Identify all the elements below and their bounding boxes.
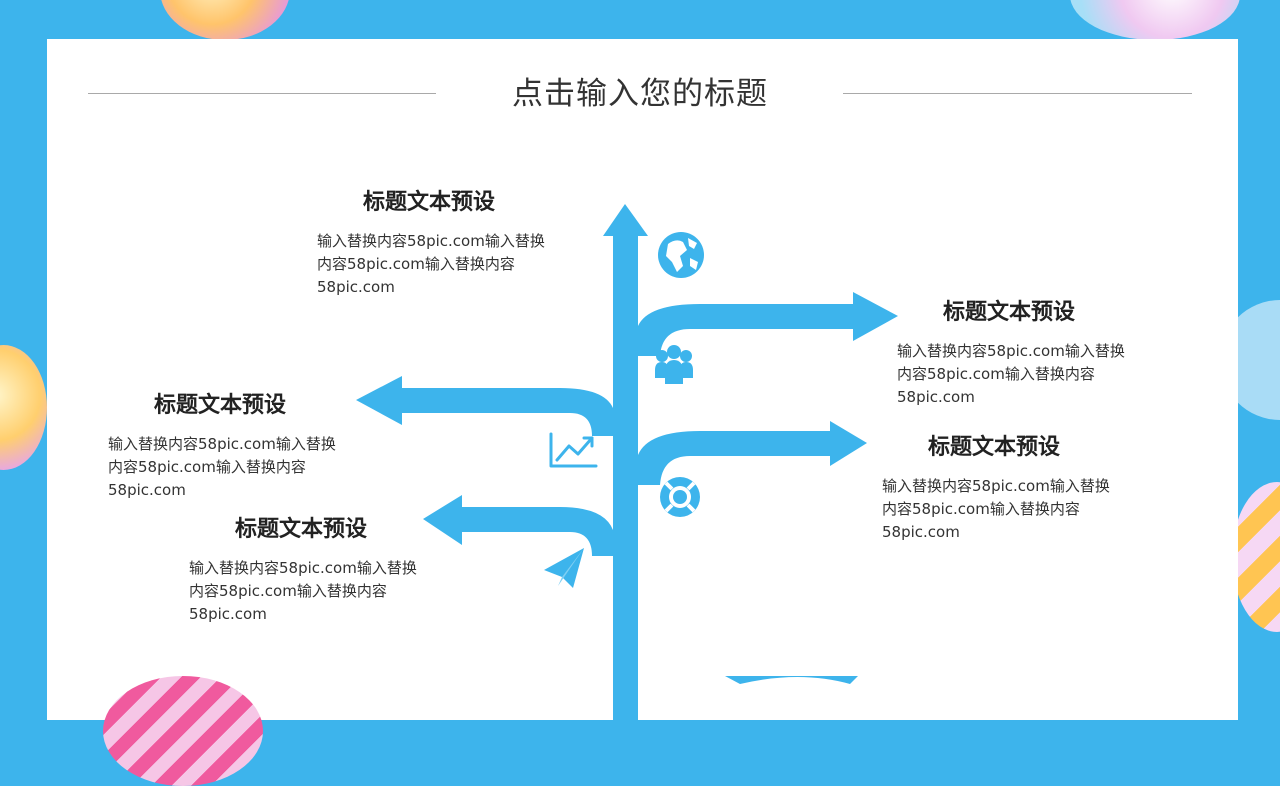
branch-arrow-middle-right <box>638 431 832 485</box>
branch-arrowhead-lower-left <box>423 495 462 545</box>
info-block-2: 标题文本预设 输入替换内容58pic.com输入替换内容58pic.com输入替… <box>897 294 1137 409</box>
page-title[interactable]: 点击输入您的标题 <box>512 76 768 112</box>
info-block-1-text[interactable]: 输入替换内容58pic.com输入替换内容58pic.com输入替换内容58pi… <box>317 232 545 296</box>
team-icon <box>655 345 693 384</box>
trunk-arrowhead-up <box>603 204 648 236</box>
content-card <box>47 39 1238 720</box>
info-block-5-text[interactable]: 输入替换内容58pic.com输入替换内容58pic.com输入替换内容58pi… <box>189 559 417 623</box>
paper-plane-icon <box>544 548 584 588</box>
info-block-3-text[interactable]: 输入替换内容58pic.com输入替换内容58pic.com输入替换内容58pi… <box>108 435 336 499</box>
arrow-tree-diagram <box>356 204 898 720</box>
info-block-1-heading[interactable]: 标题文本预设 <box>363 190 496 215</box>
title-rule-left <box>88 93 436 94</box>
info-block-2-text[interactable]: 输入替换内容58pic.com输入替换内容58pic.com输入替换内容58pi… <box>897 342 1125 406</box>
info-block-4: 标题文本预设 输入替换内容58pic.com输入替换内容58pic.com输入替… <box>882 429 1122 544</box>
trunk-shaft <box>613 232 638 720</box>
info-block-3: 标题文本预设 输入替换内容58pic.com输入替换内容58pic.com输入替… <box>108 387 348 502</box>
info-block-3-heading[interactable]: 标题文本预设 <box>154 393 287 418</box>
title-rule-right <box>843 93 1192 94</box>
arrow-tree <box>356 204 898 720</box>
info-block-5: 标题文本预设 输入替换内容58pic.com输入替换内容58pic.com输入替… <box>189 511 429 626</box>
info-block-5-heading[interactable]: 标题文本预设 <box>235 517 368 542</box>
growth-chart-icon <box>549 432 598 468</box>
branch-arrow-top-right <box>638 304 855 356</box>
branch-arrowhead-upper-left <box>356 376 402 425</box>
bottom-partial-shape <box>725 676 858 684</box>
branch-arrow-upper-left <box>400 388 613 436</box>
branch-arrow-lower-left <box>460 507 613 556</box>
info-block-2-heading[interactable]: 标题文本预设 <box>943 300 1076 325</box>
lifebuoy-icon <box>660 477 700 517</box>
info-block-1: 标题文本预设 输入替换内容58pic.com输入替换内容58pic.com输入替… <box>317 184 557 299</box>
branch-arrowhead-middle-right <box>830 421 867 466</box>
branch-arrowhead-top-right <box>853 292 898 341</box>
info-block-4-text[interactable]: 输入替换内容58pic.com输入替换内容58pic.com输入替换内容58pi… <box>882 477 1110 541</box>
globe-icon <box>658 232 704 278</box>
info-block-4-heading[interactable]: 标题文本预设 <box>928 435 1061 460</box>
